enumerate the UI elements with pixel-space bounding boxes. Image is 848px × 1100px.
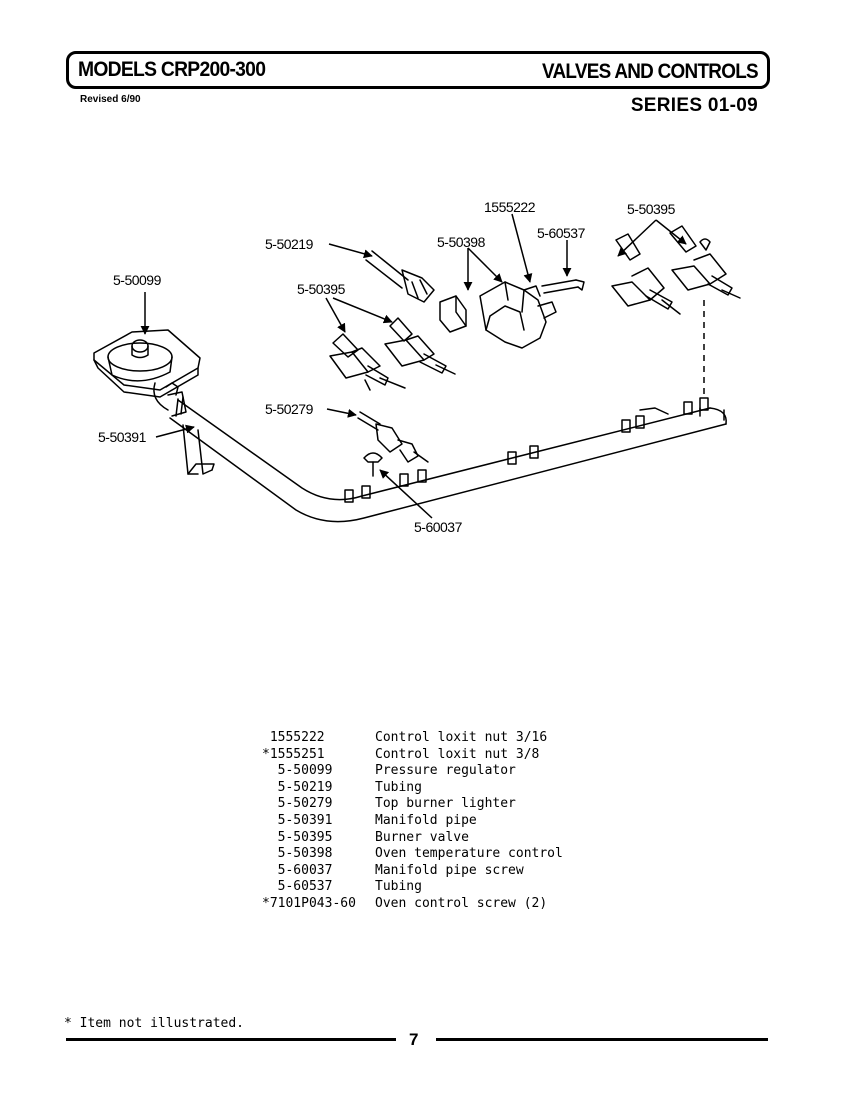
part-description: Control loxit nut 3/16 <box>375 730 548 745</box>
callout-5-50395-right: 5-50395 <box>627 201 676 217</box>
manifold-fittings <box>344 397 709 503</box>
pressure-regulator <box>93 329 201 398</box>
top-burner-lighter <box>357 411 429 463</box>
parts-list-row: 5-50219 Tubing <box>262 780 563 797</box>
models-title: MODELS CRP200-300 <box>78 58 266 81</box>
parts-list-row: 1555222 Control loxit nut 3/16 <box>262 730 563 747</box>
part-description: Oven control screw (2) <box>375 895 548 911</box>
part-description: Tubing <box>375 779 422 795</box>
part-number: 5-50391 <box>262 812 333 828</box>
part-number: 5-50099 <box>262 763 333 779</box>
part-number: 5-60037 <box>262 862 333 878</box>
parts-list-row: 5-60037 Manifold pipe screw <box>262 863 563 880</box>
manifold-pipe <box>153 382 727 523</box>
revised-date: Revised 6/90 <box>80 94 141 105</box>
page-number: 7 <box>409 1030 419 1049</box>
part-number: 5-50395 <box>262 829 333 845</box>
manifold-pipe-screw <box>363 452 383 477</box>
part-description: Burner valve <box>375 829 469 845</box>
part-number: 5-50398 <box>262 846 333 862</box>
part-description: Control loxit nut 3/8 <box>375 746 540 762</box>
parts-list: 1555222 Control loxit nut 3/16 *1555251 Con… <box>262 730 563 913</box>
leader-lines <box>140 213 687 519</box>
burner-valve-right <box>611 225 741 315</box>
footer-rule-right <box>436 1038 768 1041</box>
callout-5-50099: 5-50099 <box>113 272 162 288</box>
tubing-60537 <box>541 279 585 294</box>
callout-1555222: 1555222 <box>484 199 536 215</box>
callouts: 1555222 5-50395 5-50219 5-50398 5-60537 … <box>98 199 676 535</box>
callout-5-50219: 5-50219 <box>265 236 314 252</box>
parts-list-row: 5-50395 Burner valve <box>262 830 563 847</box>
parts-list-row: *7101P043-60 Oven control screw (2) <box>262 896 563 913</box>
part-description: Oven temperature control <box>375 846 563 862</box>
part-description: Manifold pipe screw <box>375 862 524 878</box>
footnote: * Item not illustrated. <box>64 1016 245 1031</box>
tubing-50219 <box>365 250 435 303</box>
part-number: *7101P043-60 <box>262 895 356 911</box>
part-number: 5-50219 <box>262 779 333 795</box>
burner-valve-left <box>329 317 456 391</box>
part-number: 5-50279 <box>262 796 333 812</box>
oven-temperature-control <box>439 281 557 349</box>
parts-list-row: 5-60537 Tubing <box>262 879 563 896</box>
parts-list-row: 5-50099 Pressure regulator <box>262 763 563 780</box>
part-description: Top burner lighter <box>375 796 516 812</box>
parts-list-row: 5-50391 Manifold pipe <box>262 813 563 830</box>
series-label: SERIES 01-09 <box>630 95 758 116</box>
callout-5-50395-left: 5-50395 <box>297 281 346 297</box>
part-description: Pressure regulator <box>375 763 516 779</box>
callout-5-60537: 5-60537 <box>537 225 586 241</box>
title-banner <box>66 51 770 89</box>
part-number: 1555222 <box>262 730 325 745</box>
section-title: VALVES AND CONTROLS <box>542 60 759 83</box>
callout-5-50279: 5-50279 <box>265 401 314 417</box>
callout-5-50398: 5-50398 <box>437 234 486 250</box>
part-description: Tubing <box>375 879 422 895</box>
part-number: 5-60537 <box>262 879 333 895</box>
footer-rule-left <box>66 1038 396 1041</box>
part-description: Manifold pipe <box>375 812 477 828</box>
part-number: *1555251 <box>262 746 325 762</box>
callout-5-60037: 5-60037 <box>414 519 463 535</box>
parts-list-row: 5-50398 Oven temperature control <box>262 846 563 863</box>
parts-list-row: *1555251 Control loxit nut 3/8 <box>262 747 563 764</box>
callout-5-50391: 5-50391 <box>98 429 147 445</box>
parts-list-row: 5-50279 Top burner lighter <box>262 796 563 813</box>
